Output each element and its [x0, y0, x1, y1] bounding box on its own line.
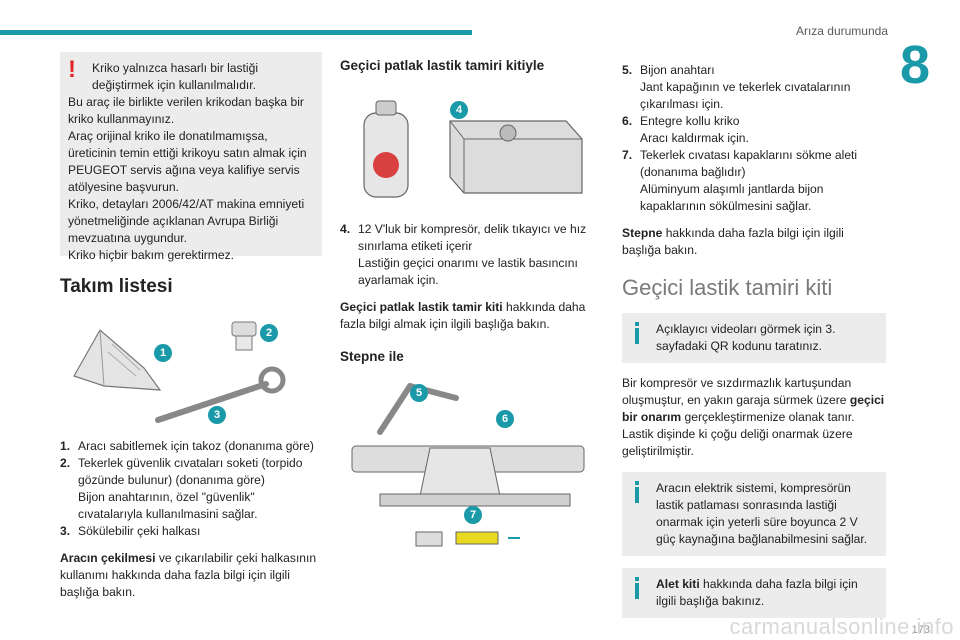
list-text: Aracı kaldırmak için. [640, 131, 749, 145]
towing-text: ve çıkarılabilir çeki halkasının kullanı… [60, 551, 317, 599]
list-text: 12 V'luk bir kompresör, delik tıkayıcı v… [358, 222, 587, 253]
towing-paragraph: Aracın çekilmesi ve çıkarılabilir çeki h… [60, 550, 322, 601]
tools-illustration: 1 2 3 [60, 310, 322, 428]
callout-3: 3 [208, 406, 226, 424]
page-number: 173 [911, 624, 930, 636]
info-rest: hakkında daha fazla bilgi için ilgili ba… [656, 577, 858, 608]
tools-list: 1. Aracı sabitlemek için takoz (donanıma… [60, 438, 322, 540]
info-text: Aracın elektrik sistemi, kompresörün las… [656, 481, 868, 546]
tools-drawing [73, 321, 286, 423]
info-icon [633, 577, 642, 599]
kit-bold: geçici bir onarım [622, 393, 885, 424]
list-number: 4. [340, 222, 351, 236]
info-bold: Alet kiti [656, 577, 700, 591]
list-text: Aracı sabitlemek için takoz (donanıma gö… [78, 439, 314, 453]
list-number: 2. [60, 456, 71, 470]
info-box: Açıklayıcı videoları görmek için 3. sayf… [622, 313, 886, 363]
list-item: 4. 12 V'luk bir kompresör, delik tıkayıc… [340, 221, 602, 289]
section-heading-tools: Takım listesi [60, 276, 173, 297]
callout-7: 7 [464, 506, 482, 524]
warning-icon: ! [68, 56, 76, 83]
info-icon [633, 322, 642, 344]
spare-tools-list: 5. Bijon anahtarı Jant kapağının ve teke… [622, 62, 886, 215]
list-text: Jant kapağının ve tekerlek cıvatalarının… [640, 80, 851, 111]
kit-paragraph: Bir kompresör ve sızdırmazlık kartuşunda… [622, 375, 886, 460]
info-box: Alet kiti hakkında daha fazla bilgi için… [622, 568, 886, 618]
list-item: 7. Tekerlek cıvatası kapaklarını sökme a… [622, 147, 886, 215]
list-text: Lastiğin geçici onarımı ve lastik basınc… [358, 256, 578, 287]
repair-kit-paragraph: Geçici patlak lastik tamir kiti hakkında… [340, 299, 602, 333]
watermark: carmanualsonline.info [729, 614, 954, 639]
column-middle: Geçici patlak lastik tamiri kitiyle 4 4.… [340, 52, 602, 562]
list-number: 6. [622, 114, 633, 128]
warning-text: Kriko hiçbir bakım gerektirmez. [68, 248, 234, 262]
callout-2: 2 [260, 324, 278, 342]
chapter-number: 8 [899, 35, 930, 95]
repair-kit-text: hakkında daha fazla bilgi almak için ilg… [340, 300, 586, 331]
chapter-title: Arıza durumunda [795, 24, 888, 38]
list-text: Tekerlek güvenlik cıvataları soketi (tor… [78, 456, 303, 487]
repair-kit-bold: Geçici patlak lastik tamir kiti [340, 300, 503, 314]
list-text: Tekerlek cıvatası kapaklarını sökme alet… [640, 148, 858, 179]
list-number: 7. [622, 148, 633, 162]
list-text: Alüminyum alaşımlı jantlarda bijon kapak… [640, 182, 824, 213]
list-number: 3. [60, 524, 71, 538]
list-text: Bijon anahtarının, özel "güvenlik" cıvat… [78, 490, 258, 521]
spare-bold: Stepne [622, 226, 663, 240]
callout-5: 5 [410, 384, 428, 402]
repair-kit-drawing [363, 100, 583, 198]
list-item: 1. Aracı sabitlemek için takoz (donanıma… [60, 438, 322, 455]
warning-box: ! Kriko yalnızca hasarlı bir lastiği değ… [60, 52, 322, 262]
warning-text: Bu araç ile birlikte verilen krikodan ba… [68, 95, 304, 126]
info-text: Alet kiti hakkında daha fazla bilgi için… [634, 576, 876, 610]
list-text: Bijon anahtarı [640, 63, 715, 77]
list-item: 5. Bijon anahtarı Jant kapağının ve teke… [622, 62, 886, 113]
section-heading-repair-kit: Geçici patlak lastik tamiri kitiyle [340, 58, 545, 73]
info-box: Aracın elektrik sistemi, kompresörün las… [622, 472, 886, 556]
info-text: Açıklayıcı videoları görmek için 3. sayf… [656, 322, 836, 353]
kit-text-b: gerçekleştirmenize olanak tanır. Lastik … [622, 410, 855, 458]
towing-bold: Aracın çekilmesi [60, 551, 156, 565]
list-number: 5. [622, 63, 633, 77]
list-text: Entegre kollu kriko [640, 114, 740, 128]
kit-text-a: Bir kompresör ve sızdırmazlık kartuşunda… [622, 376, 852, 407]
warning-text: Kriko, detayları 2006/42/AT makina emniy… [68, 197, 305, 245]
spare-tools-drawing [351, 383, 585, 547]
list-item: 3. Sökülebilir çeki halkası [60, 523, 322, 540]
info-icon [633, 481, 642, 503]
repair-kit-illustration: 4 [340, 83, 602, 207]
callout-6: 6 [496, 410, 514, 428]
spare-text: hakkında daha fazla bilgi için ilgili ba… [622, 226, 844, 257]
section-heading-spare: Stepne ile [340, 349, 404, 364]
section-heading-temp-kit: Geçici lastik tamiri kiti [622, 275, 833, 300]
callout-4: 4 [450, 101, 468, 119]
list-text: Sökülebilir çeki halkası [78, 524, 201, 538]
header-accent-bar [0, 30, 472, 35]
spare-tools-illustration: 5 6 7 [340, 372, 602, 562]
spare-paragraph: Stepne hakkında daha fazla bilgi için il… [622, 225, 886, 259]
list-number: 1. [60, 439, 71, 453]
warning-text-first: Kriko yalnızca hasarlı bir lastiği değiş… [92, 61, 259, 92]
list-item: 6. Entegre kollu kriko Aracı kaldırmak i… [622, 113, 886, 147]
warning-text: Araç orijinal kriko ile donatılmamışsa, … [68, 129, 307, 194]
callout-1: 1 [154, 344, 172, 362]
column-right: 5. Bijon anahtarı Jant kapağının ve teke… [622, 52, 886, 618]
list-item: 2. Tekerlek güvenlik cıvataları soketi (… [60, 455, 322, 523]
column-left: ! Kriko yalnızca hasarlı bir lastiği değ… [60, 52, 322, 601]
